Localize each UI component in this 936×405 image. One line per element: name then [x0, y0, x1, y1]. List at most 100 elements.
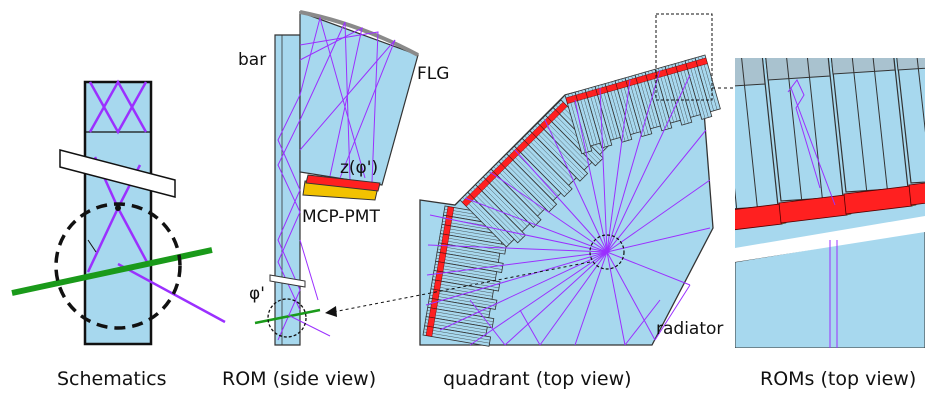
schematic-angle-mark [87, 239, 97, 253]
module-bar-line [426, 313, 493, 325]
photon-ray [544, 119, 608, 253]
photon-ray [606, 227, 711, 253]
side-photon-path [299, 39, 396, 179]
module-bar-line [668, 65, 686, 125]
schematic-photon-path [86, 207, 120, 273]
module-bar-line [485, 174, 537, 225]
quadrant-photon-rays [425, 69, 711, 346]
photon-ray [439, 251, 608, 331]
schematic-photon-path [116, 207, 150, 265]
photon-ray-reflected [654, 284, 691, 341]
module-bar-line [425, 322, 487, 334]
side-track [254, 308, 321, 325]
module-bar-line [547, 112, 599, 164]
module-bar-line [433, 273, 500, 285]
rom-bar-line [735, 188, 738, 209]
label-phi: φ' [249, 284, 265, 304]
schematic-junction-dot [115, 205, 121, 211]
photon-ray [427, 244, 608, 253]
schematic-cut-band [59, 149, 176, 198]
module-bar-line [578, 91, 594, 146]
rom-bar-line [851, 58, 868, 191]
module-bar-line [641, 73, 658, 127]
module-bar-line [658, 68, 674, 123]
module-bar-line [611, 81, 629, 141]
module-bar-line [631, 75, 649, 135]
module-bar-line [436, 254, 503, 267]
photon-ray [425, 251, 608, 306]
module-bar-line [439, 236, 506, 249]
module-bar-line [698, 56, 714, 111]
module-bar-line [542, 117, 590, 165]
module-bar-line [438, 245, 500, 257]
module-bar-line [429, 294, 496, 307]
photon-ray [574, 251, 608, 346]
module-bar-line [441, 227, 503, 239]
module-bar-line [651, 70, 669, 129]
rom-module-cap [896, 58, 925, 71]
module-bar-line [465, 194, 512, 242]
photon-ray [504, 251, 608, 346]
schematic-zoom-circle [54, 202, 182, 330]
module-bar-line [601, 84, 618, 139]
caption-roms-top: ROMs (top view) [760, 368, 917, 390]
side-zoom-circle [267, 298, 307, 338]
mcp-pmt-sensor [305, 174, 381, 192]
quadrant-panel [325, 13, 795, 347]
photon-ray [426, 251, 608, 276]
module-bar-line [488, 171, 539, 223]
side-cut-band [269, 274, 306, 288]
module-bar-line [678, 62, 694, 117]
photon-ray [606, 69, 661, 253]
module-bar-line [516, 143, 568, 195]
module-bar-line [550, 110, 601, 161]
label-z-phi: z(φ') [340, 158, 379, 178]
quadrant-zoom-circle [589, 234, 625, 270]
module-bar-line [432, 276, 500, 289]
photon-ray [606, 251, 691, 286]
module-bar-line [462, 197, 510, 245]
photon-ray [514, 149, 608, 253]
quadrant-detail-box [655, 13, 713, 101]
module-bar-line [701, 55, 718, 110]
module-bar-line [681, 61, 698, 116]
readout-module [684, 57, 713, 120]
module-bar-line [621, 78, 638, 133]
module-bar-line [540, 120, 587, 168]
side-photon-path [299, 27, 363, 177]
label-flg: FLG [417, 64, 450, 84]
side-photon-path [299, 31, 379, 183]
photon-ray [429, 214, 608, 253]
photon-ray [606, 79, 631, 253]
photon-ray [606, 251, 626, 346]
rom-module-cap [765, 58, 831, 81]
module-bar-line [519, 140, 570, 192]
module-bar-line [591, 87, 609, 147]
module-bar-line [440, 230, 502, 242]
module-sensor [436, 261, 445, 273]
schematic-photon-path [88, 81, 148, 135]
photon-ray [606, 129, 707, 253]
photon-ray-reflected [519, 309, 541, 346]
module-bar-line [428, 304, 490, 315]
module-bar-line [638, 73, 654, 128]
caption-rom-side: ROM (side view) [222, 368, 377, 390]
white-gap [735, 216, 925, 262]
photon-ray [574, 99, 608, 253]
rom-bar-line [916, 58, 925, 133]
readout-modules [422, 54, 721, 347]
module-bar-line [425, 319, 487, 331]
module-sensor [565, 94, 578, 104]
side-bar [274, 34, 301, 346]
module-bar-line [431, 285, 493, 297]
photon-ray-reflected [469, 299, 506, 346]
module-bar-line [431, 282, 494, 294]
module-bar-line [501, 158, 552, 210]
label-mcp-pmt: MCP-PMT [302, 207, 380, 227]
readout-module [664, 63, 693, 126]
module-bar-line [524, 135, 572, 183]
module-bar-line [598, 85, 614, 140]
schematic-bar [83, 80, 153, 346]
module-bar-line [568, 93, 586, 153]
